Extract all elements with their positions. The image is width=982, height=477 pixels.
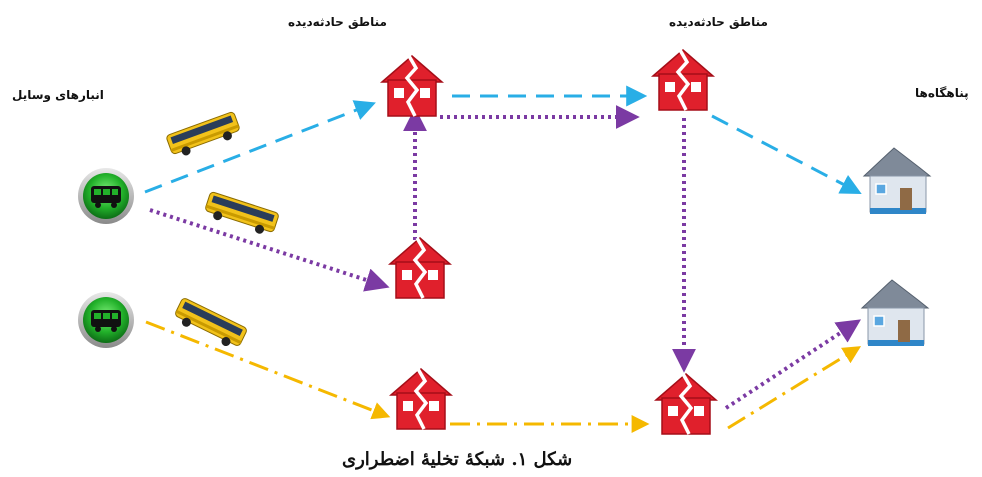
affected-areas-label-1: مناطق حادثه‌دیده bbox=[288, 15, 387, 29]
bus-icon bbox=[171, 296, 249, 353]
bus-icon bbox=[165, 110, 243, 161]
affected-areas-label-2: مناطق حادثه‌دیده bbox=[669, 15, 768, 29]
damaged-house-icon bbox=[651, 48, 715, 112]
bus-depot-icon bbox=[78, 168, 134, 224]
damaged-house-icon bbox=[380, 54, 444, 118]
bus-icon bbox=[202, 190, 280, 239]
shelters-label: پناهگاه‌ها bbox=[915, 86, 969, 100]
route-blue-affected2-to-shelter1 bbox=[711, 114, 862, 194]
damaged-house-icon bbox=[388, 236, 452, 300]
bus-depot-icon bbox=[78, 292, 134, 348]
depots-label: انبارهای وسایل bbox=[12, 88, 104, 102]
shelter-house-icon bbox=[861, 279, 929, 347]
damaged-house-icon bbox=[389, 367, 453, 431]
route-orange-affected5-to-shelter2 bbox=[727, 346, 862, 430]
shelter-house-icon bbox=[863, 147, 931, 215]
damaged-house-icon bbox=[654, 372, 718, 436]
route-blue-depot1-to-affected1 bbox=[144, 100, 376, 194]
figure-caption: شکل ۱. شبکهٔ تخلیهٔ اضطراری bbox=[342, 449, 573, 470]
route-orange-depot2-to-affected4 bbox=[145, 320, 391, 420]
route-purple-depot1-to-affected3 bbox=[149, 208, 390, 292]
route-purple-affected5-to-shelter2 bbox=[724, 319, 862, 410]
